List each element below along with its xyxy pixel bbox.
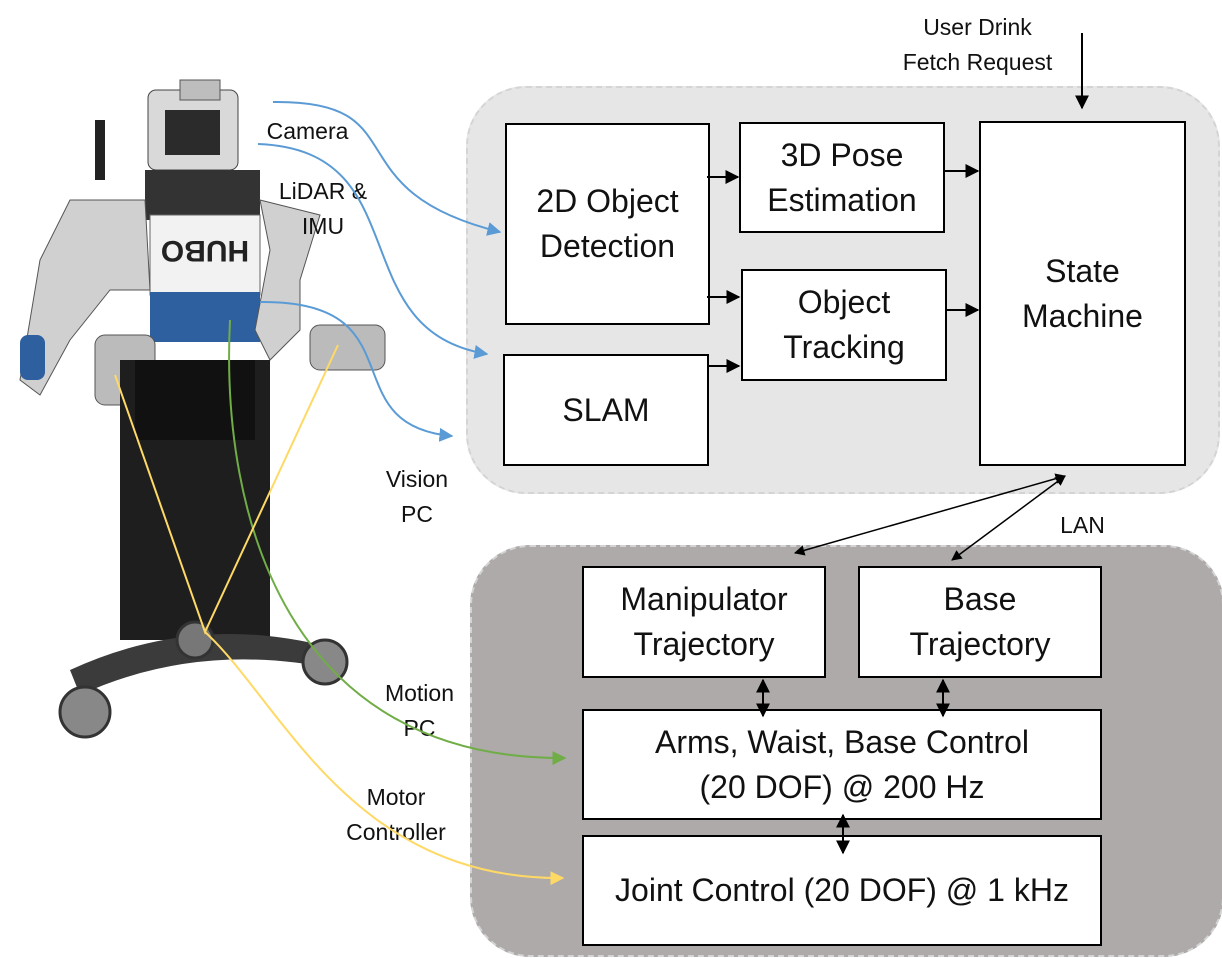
- pose-estimation-block: 3D Pose Estimation: [739, 122, 945, 233]
- motion-pc-link: [228, 319, 567, 766]
- robot-head: [145, 170, 260, 220]
- robot-right-arm: [254, 199, 321, 361]
- manipulator-trajectory-block: Manipulator Trajectory: [582, 566, 826, 678]
- state-machine-block: State Machine: [979, 121, 1186, 466]
- lidar-link: [257, 143, 489, 359]
- camera-link: [272, 100, 502, 236]
- robot-base: [70, 634, 340, 695]
- camera-label: Camera: [266, 118, 349, 144]
- robot-lidar: [165, 110, 220, 155]
- motor-controller-link: [204, 631, 565, 886]
- robot-left-arm: [19, 199, 151, 396]
- robot-illustration: HUBO: [19, 79, 386, 739]
- lan-link-base: [951, 475, 1066, 561]
- object-tracking-block: Object Tracking: [741, 269, 947, 381]
- motor-link-left: [114, 344, 339, 635]
- lan-label: LAN: [1060, 512, 1105, 538]
- motor-controller-label: Motor Controller: [346, 784, 446, 845]
- lidar-imu-label: LiDAR & IMU: [278, 178, 368, 239]
- lan-link-manipulator: [793, 473, 1067, 556]
- vision-pc-link: [259, 300, 454, 442]
- vision-pc-label: Vision PC: [385, 466, 449, 527]
- robot-logo: HUBO: [161, 234, 249, 267]
- body-control-block: Arms, Waist, Base Control (20 DOF) @ 200…: [582, 709, 1102, 820]
- slam-block: SLAM: [503, 354, 709, 466]
- user-request-label: User Drink Fetch Request: [902, 14, 1053, 75]
- object-detection-block: 2D Object Detection: [505, 123, 710, 325]
- robot-wheel-left: [58, 685, 112, 739]
- robot-chest: [149, 214, 261, 296]
- base-trajectory-block: Base Trajectory: [858, 566, 1102, 678]
- robot-blue-panel: [150, 292, 260, 342]
